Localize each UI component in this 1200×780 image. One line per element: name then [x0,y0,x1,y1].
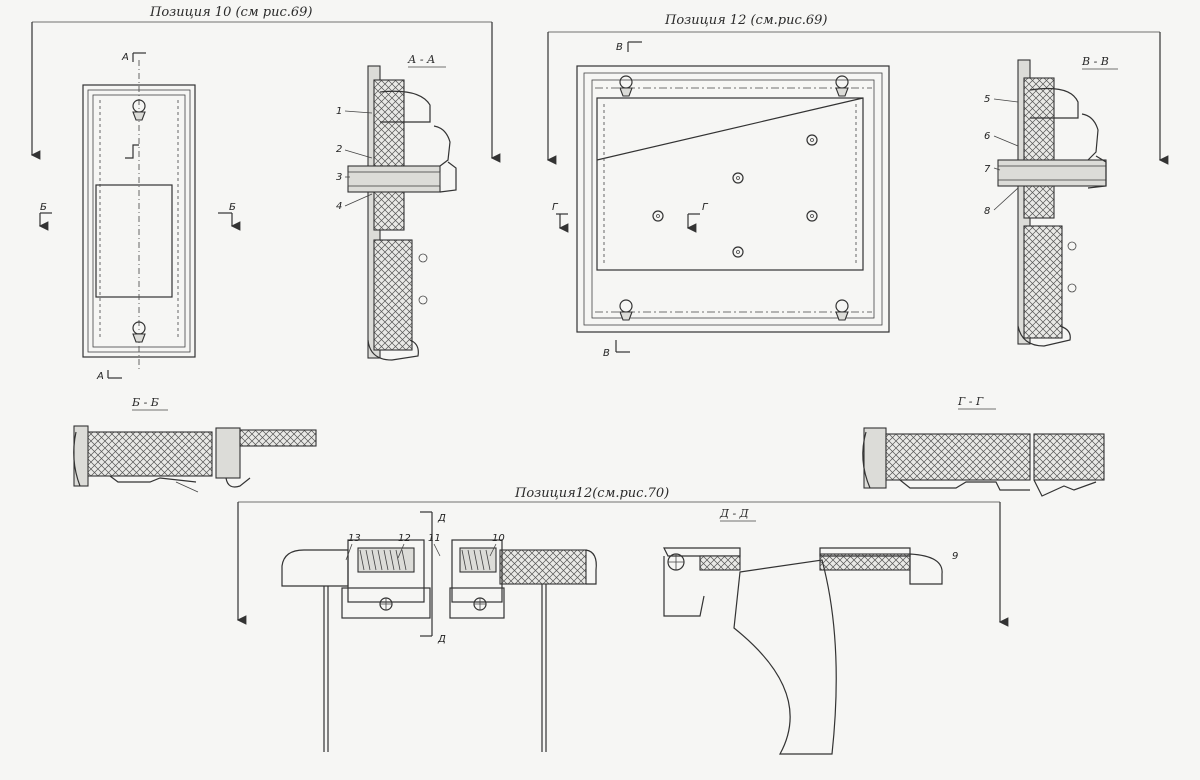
section-vv: В - В 5 6 7 8 [984,55,1118,347]
section-dd-label: Д - Д [719,507,750,520]
part-number-1: 1 [336,106,342,117]
header-position-10: Позиция 10 (см рис.69) [149,5,312,20]
cut-marker-a-top: А [121,52,129,63]
position-10-frame [30,21,501,163]
part-number-8: 8 [984,206,990,217]
header-position-12-bottom: Позиция12(см.рис.70) [514,486,669,501]
section-dd: Д - Д 9 [663,507,958,755]
section-aa: А - А 1 2 3 4 [336,53,457,361]
section-gg-label: Г - Г [957,395,984,408]
part-number-5: 5 [984,94,990,105]
part-number-10: 10 [492,533,505,544]
header-position-12-top: Позиция 12 (см.рис.69) [664,13,827,28]
section-gg: Г - Г [862,395,1105,497]
cut-marker-d-top: Д [437,513,446,524]
cut-marker-g-left: Г [552,202,559,213]
position-10-front-view: А А Б Б [38,52,241,382]
position-12-front-view: В В Г Г [552,41,890,359]
part-number-12: 12 [398,533,411,544]
cut-marker-b-left: Б [40,202,47,213]
cut-marker-d-bottom: Д [437,634,446,645]
position-12-bottom-frame [236,501,1009,627]
section-bb-label: Б - Б [131,396,159,409]
position-12-top-frame [546,31,1169,165]
cut-marker-v-bottom: В [603,348,610,359]
part-number-6: 6 [984,131,990,142]
section-vv-label: В - В [1081,55,1109,68]
part-number-3: 3 [336,172,342,183]
section-aa-label: А - А [407,53,435,66]
cut-marker-v-top: В [616,42,623,53]
section-bb: Б - Б [73,396,317,493]
part-number-7: 7 [984,164,991,175]
part-number-2: 2 [336,144,342,155]
cut-marker-g-center: Г [702,202,709,213]
part-number-9: 9 [952,551,958,562]
cut-marker-a-bottom: А [96,371,104,382]
part-number-11: 11 [428,533,441,544]
cut-marker-b-right: Б [229,202,236,213]
part-number-4: 4 [336,201,342,212]
part-number-13: 13 [348,533,361,544]
hinge-view: Д Д 13 12 11 10 [281,511,597,752]
